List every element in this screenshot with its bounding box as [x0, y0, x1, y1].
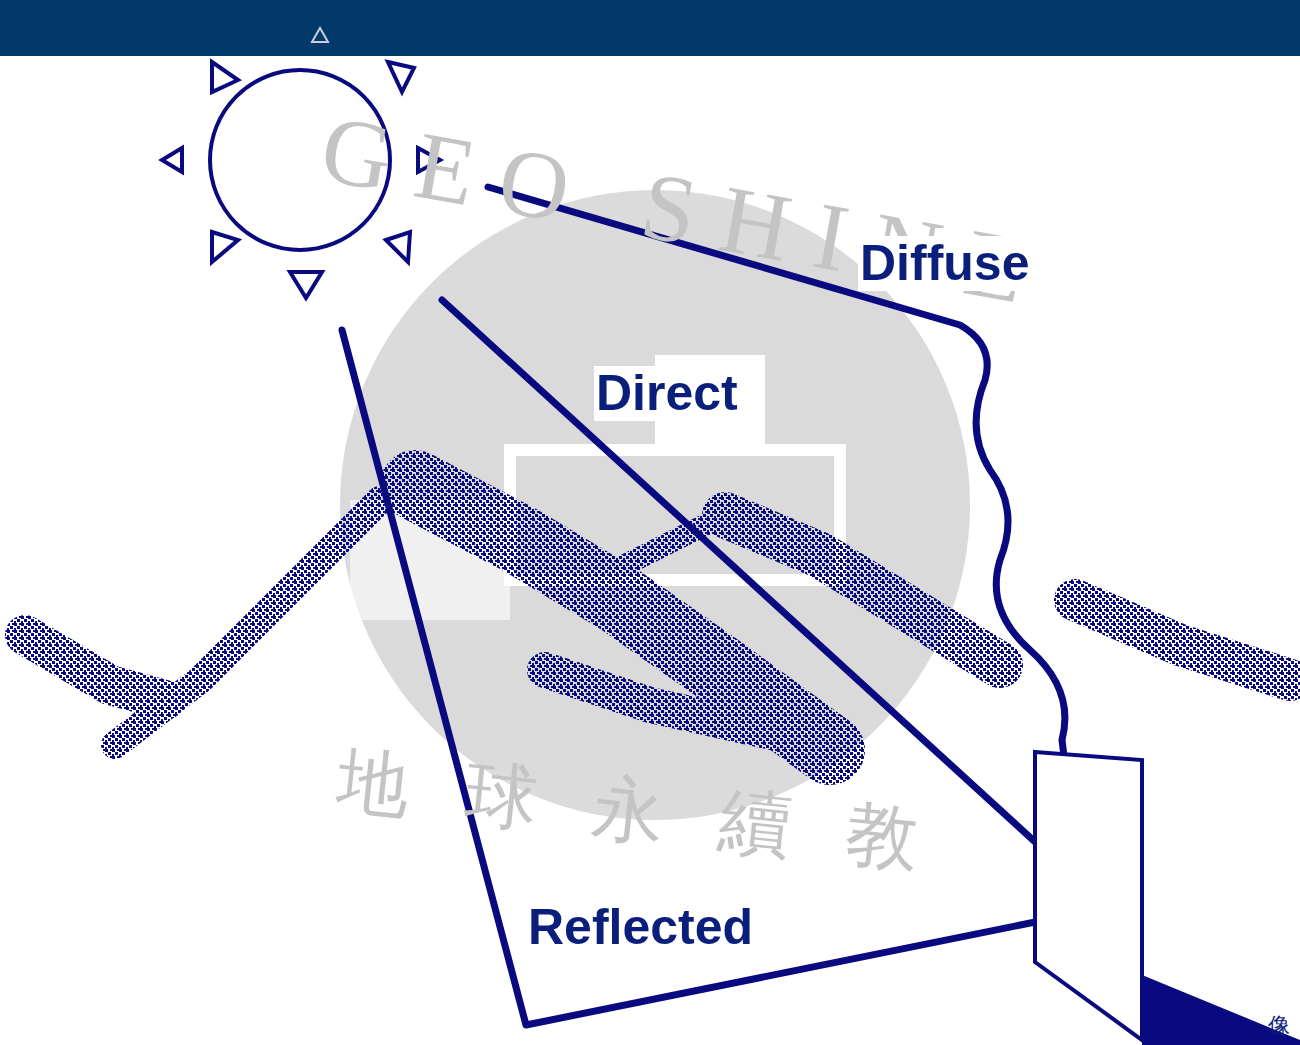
title-bar: [0, 0, 1300, 56]
radiation-label: Direct: [594, 366, 740, 421]
watermark-text: 地球永續教: [332, 740, 981, 886]
radiation-label: Diffuse: [858, 236, 1031, 291]
diffuse-path: [488, 187, 1073, 830]
watermark-text: GEO SHINE: [312, 95, 1061, 328]
clouds: [25, 485, 1290, 750]
sun-ray: [312, 28, 328, 42]
corner-text: 像: [1266, 1014, 1292, 1038]
collector-panel: [1035, 752, 1300, 1045]
radiation-label: Reflected: [526, 900, 755, 955]
reflected-path: [342, 330, 1080, 1025]
